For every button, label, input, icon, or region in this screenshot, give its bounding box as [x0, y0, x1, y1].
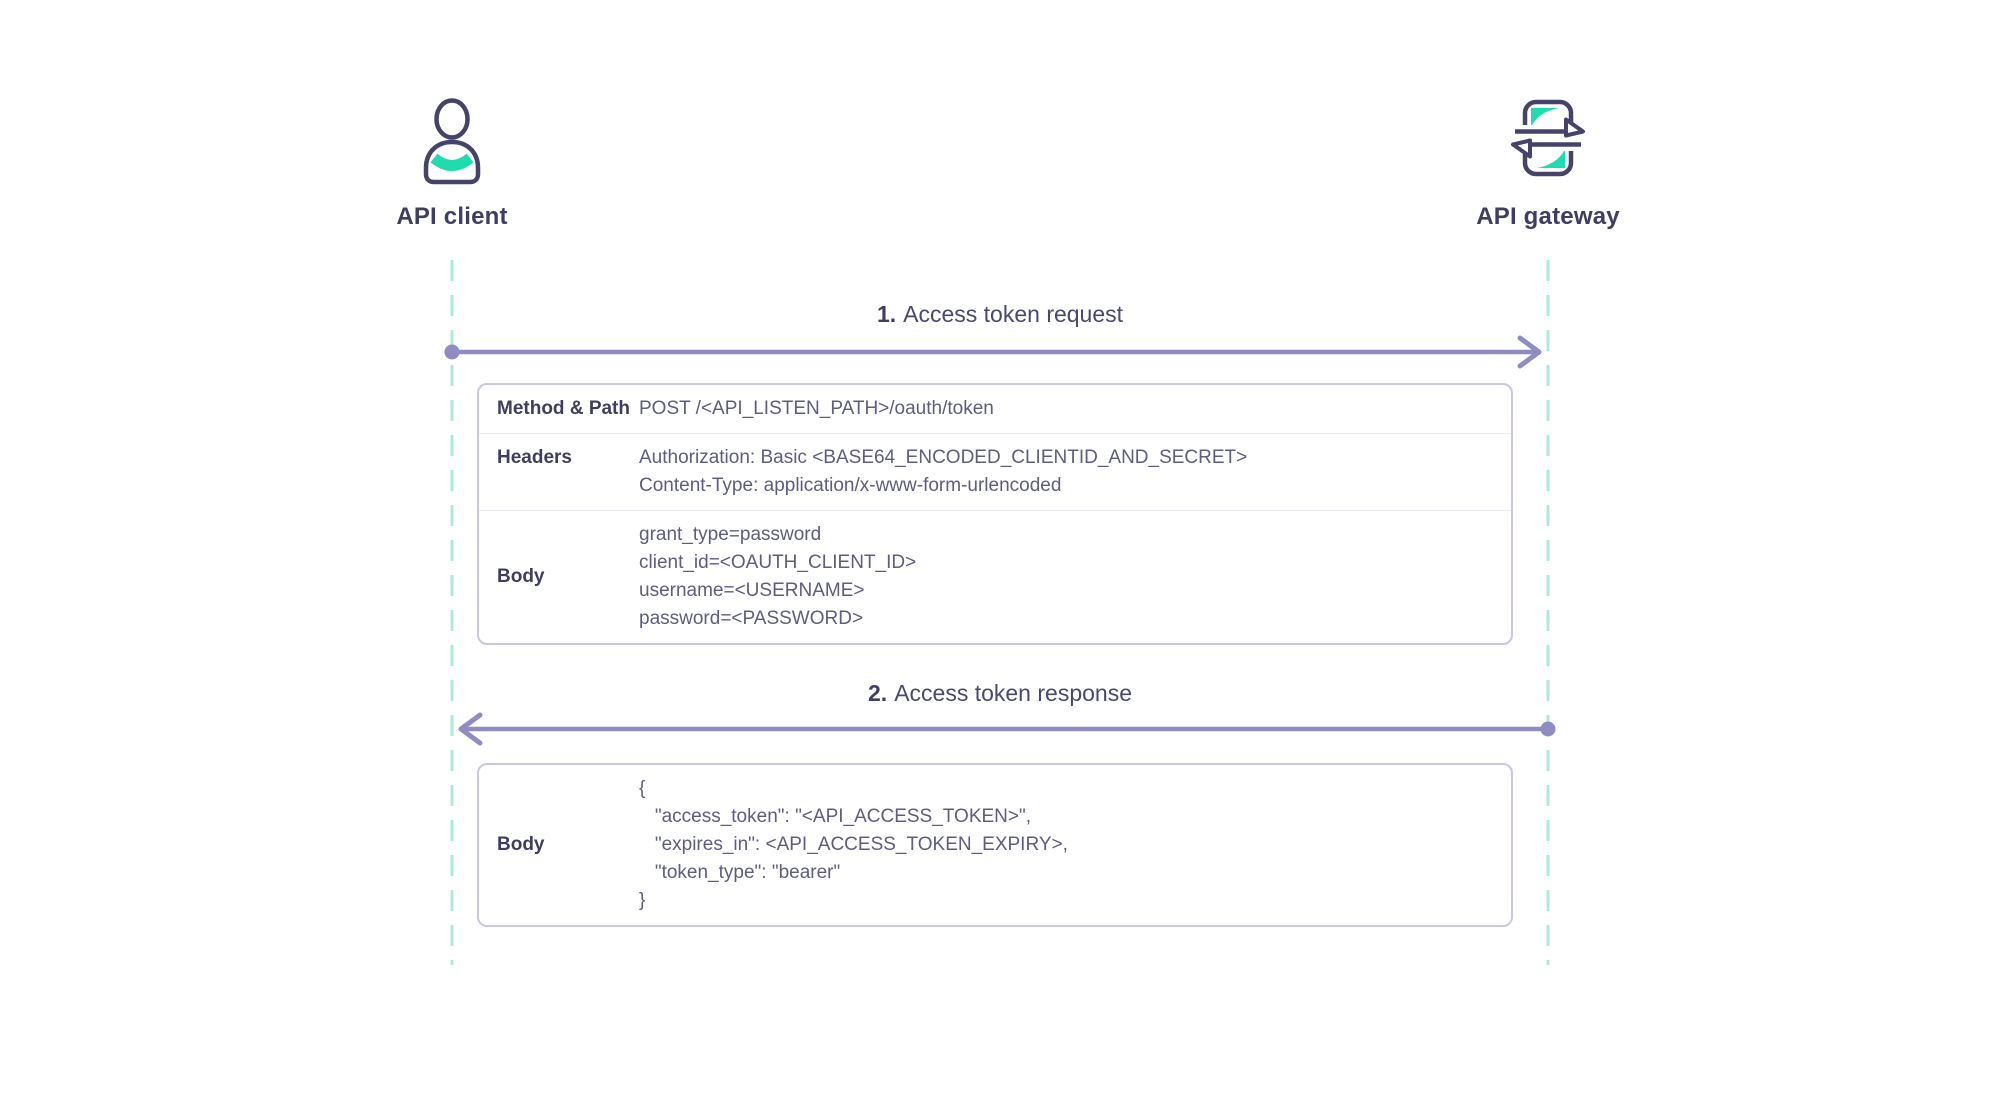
message-1-arrowhead — [1517, 335, 1542, 369]
table-row-headers: Headers Authorization: Basic <BASE64_ENC… — [479, 433, 1511, 510]
row-label: Body — [497, 834, 545, 855]
message-2-arrowhead — [458, 712, 483, 746]
actor-api-client: API client — [282, 98, 622, 231]
row-label: Method & Path — [497, 398, 630, 419]
message-2-title-text: Access token response — [894, 680, 1132, 706]
message-2-number: 2. — [868, 680, 888, 706]
message-2-title: 2.Access token response — [452, 680, 1548, 707]
row-content: Authorization: Basic <BASE64_ENCODED_CLI… — [639, 447, 1248, 496]
actor-label-api-gateway: API gateway — [1476, 203, 1620, 230]
message-1-origin-dot — [444, 344, 460, 360]
row-label: Headers — [497, 447, 572, 468]
table-row-body: Body { "access_token": "<API_ACCESS_TOKE… — [479, 765, 1511, 925]
row-label: Body — [497, 566, 545, 587]
response-detail-table: Body { "access_token": "<API_ACCESS_TOKE… — [477, 763, 1513, 927]
message-1-title: 1.Access token request — [452, 301, 1548, 328]
table-row-body: Body grant_type=password client_id=<OAUT… — [479, 510, 1511, 643]
message-1-arrow — [444, 335, 1542, 369]
request-detail-table: Method & Path POST /<API_LISTEN_PATH>/oa… — [477, 383, 1513, 645]
row-content: POST /<API_LISTEN_PATH>/oauth/token — [639, 398, 994, 419]
message-2-origin-dot — [1540, 721, 1556, 737]
actor-api-gateway: API gateway — [1378, 98, 1718, 231]
message-1-number: 1. — [876, 301, 897, 327]
message-2-arrow — [458, 712, 1556, 746]
row-content: grant_type=password client_id=<OAUTH_CLI… — [639, 524, 917, 629]
message-1-title-text: Access token request — [903, 301, 1124, 327]
gateway-icon — [1510, 98, 1586, 190]
row-content: { "access_token": "<API_ACCESS_TOKEN>", … — [639, 778, 1068, 911]
table-row-method-path: Method & Path POST /<API_LISTEN_PATH>/oa… — [479, 385, 1511, 433]
actor-label-api-client: API client — [396, 203, 508, 230]
user-icon — [416, 98, 488, 190]
